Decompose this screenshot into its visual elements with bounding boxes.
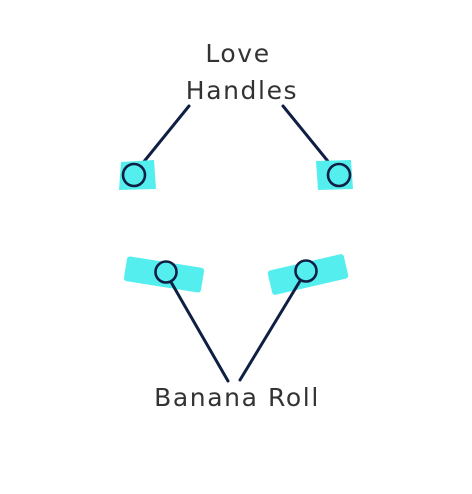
- banana-roll-right-marker: [294, 259, 318, 283]
- love-handles-left-marker: [121, 162, 147, 188]
- love-handles-label-line1: Love: [205, 39, 270, 68]
- banana-roll-right-leader: [238, 279, 302, 382]
- love-handles-right-marker: [326, 162, 352, 188]
- love-handles-left-leader: [140, 104, 191, 166]
- love-handles-label-line2: Handles: [186, 76, 298, 105]
- banana-roll-left-leader: [169, 280, 230, 383]
- banana-roll-label: Banana Roll: [154, 383, 320, 412]
- love-handles-right-leader: [281, 104, 333, 167]
- banana-roll-left-marker: [154, 260, 178, 284]
